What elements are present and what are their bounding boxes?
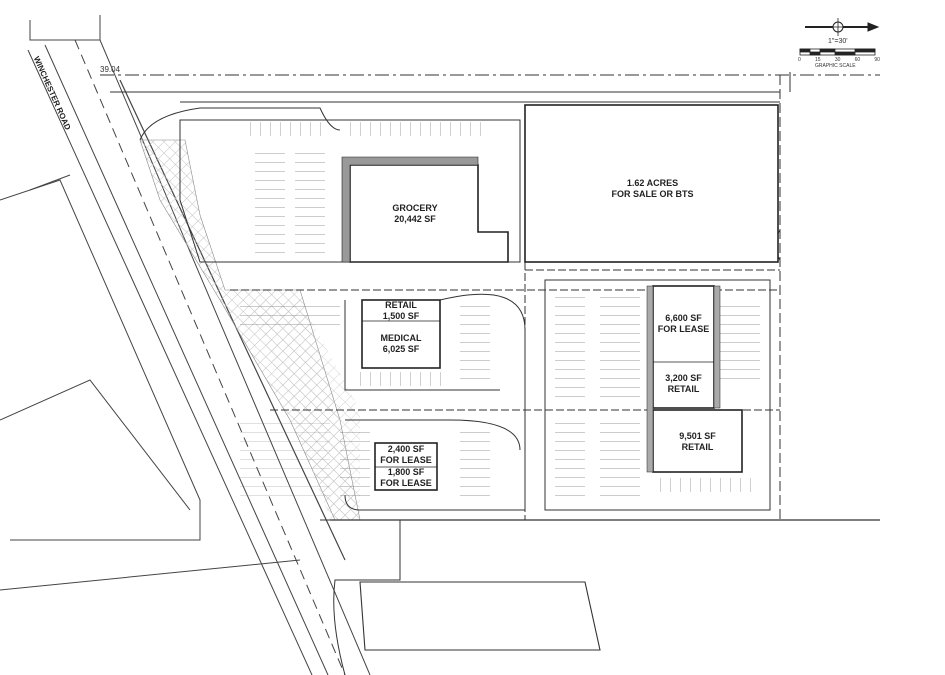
label-line: 1.62 ACRES <box>626 178 679 188</box>
scale-tick: 15 <box>815 57 821 63</box>
label-line: FOR LEASE <box>380 478 432 488</box>
label-retail-9501: 9,501 SF RETAIL <box>653 431 742 453</box>
label-lease-2400: 2,400 SF FOR LEASE <box>375 444 437 466</box>
scale-ratio: 1"=30' <box>828 38 848 45</box>
building-grocery-wall <box>341 156 479 263</box>
label-line: RETAIL <box>667 384 700 394</box>
label-line: FOR SALE OR BTS <box>611 189 694 199</box>
label-retail-1500: RETAIL 1,500 SF <box>362 300 440 322</box>
label-line: 3,200 SF <box>665 373 702 383</box>
label-line: FOR LEASE <box>657 324 710 334</box>
label-line: RETAIL <box>385 300 417 310</box>
graphic-scale-bar <box>799 48 876 56</box>
label-line: 6,025 SF <box>382 344 420 354</box>
label-medical: MEDICAL 6,025 SF <box>362 333 440 355</box>
scale-tick: 60 <box>854 57 861 63</box>
scale-caption: GRAPHIC SCALE <box>815 63 856 69</box>
label-line: 20,442 SF <box>394 214 436 224</box>
label-line: RETAIL <box>681 442 714 452</box>
parking-stalls <box>240 122 760 500</box>
label-line: MEDICAL <box>380 333 422 343</box>
label-lease-6600: 6,600 SF FOR LEASE <box>653 313 714 335</box>
building-lease-6600 <box>652 285 715 409</box>
label-parcel: 1.62 ACRES FOR SALE OR BTS <box>580 178 725 200</box>
elevation-note: 39.04 <box>100 65 121 74</box>
scale-tick: 90 <box>874 57 880 63</box>
scale-tick: 30 <box>834 57 841 63</box>
label-grocery: GROCERY 20,442 SF <box>370 203 460 225</box>
label-line: 1,800 SF <box>387 467 425 477</box>
label-line: FOR LEASE <box>380 455 432 465</box>
north-arrow-icon <box>805 18 880 36</box>
scale-tick: 0 <box>798 57 801 63</box>
label-line: 9,501 SF <box>679 431 716 441</box>
building-retail-medical <box>361 299 441 369</box>
building-retail-9501 <box>652 409 743 473</box>
label-line: 1,500 SF <box>382 311 420 321</box>
building-parcel <box>524 104 779 263</box>
scale-ticks: 0 15 30 60 90 <box>798 57 880 63</box>
label-line: 6,600 SF <box>665 313 702 323</box>
label-line: GROCERY <box>392 203 438 213</box>
label-retail-3200: 3,200 SF RETAIL <box>653 373 714 395</box>
building-lease-small <box>374 442 438 491</box>
label-line: 2,400 SF <box>387 444 425 454</box>
label-lease-1800: 1,800 SF FOR LEASE <box>375 467 437 489</box>
